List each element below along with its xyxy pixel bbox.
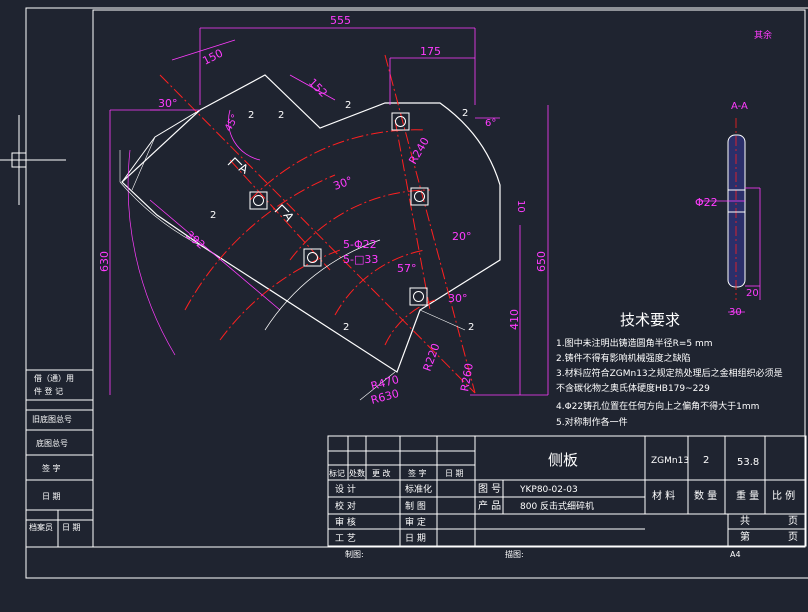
material-label: 材 料 <box>652 489 675 502</box>
section-aa-view <box>700 118 761 313</box>
tech-item-3: 3.材料应符合ZGMn13之规定热处理后之金相组织必须是 <box>556 367 783 379</box>
corner-roughness-mark: 其余 <box>754 29 772 41</box>
dimension-labels: 555 150 175 152 30° 45° 6° 10 650 630 39… <box>98 14 759 407</box>
angle-30-mid: 30° <box>332 174 355 193</box>
product-value: 800 反击式细碎机 <box>520 500 594 512</box>
tech-item-1: 1.图中未注明出铸造圆角半径R=5 mm <box>556 337 713 349</box>
rev-header-sign: 签 字 <box>408 468 427 478</box>
sign-row-1-b: 标准化 <box>405 483 432 495</box>
rev-header-count: 处数 <box>349 468 365 478</box>
drawn-by-label: 制图: <box>345 549 364 559</box>
drawing-no: YKP80-02-03 <box>519 485 578 495</box>
sign-row-3-b: 审 定 <box>405 516 426 528</box>
crosshair-icon <box>0 115 66 205</box>
tech-requirements: 技术要求 1.图中未注明出铸造圆角半径R=5 mm 2.铸件不得有影响机械强度之… <box>556 311 783 428</box>
product-label: 产 品 <box>478 499 501 512</box>
angle-45: 45° <box>223 113 241 134</box>
section-mark-a-2: A <box>280 210 297 225</box>
radius-240: R240 <box>406 135 432 166</box>
dim-650: 650 <box>535 251 548 272</box>
left-label-2: 件 登 记 <box>34 386 63 396</box>
dim-30: 30 <box>729 307 742 318</box>
quantity-label: 数 量 <box>694 489 717 502</box>
part-title: 侧板 <box>548 451 578 469</box>
left-label-7: 档案员 <box>29 522 53 532</box>
holes-round: 5-Φ22 <box>343 238 377 251</box>
sheet-label: 第 <box>740 530 750 543</box>
rev-header-change: 更 改 <box>372 468 391 478</box>
title-block <box>327 435 807 547</box>
dim-10: 10 <box>515 200 526 213</box>
section-mark-a-1: A <box>237 160 252 177</box>
left-label-3: 旧底图总号 <box>32 414 72 424</box>
angle-30-low: 30° <box>448 292 468 305</box>
title-block-text: 侧板 ZGMn13 2 53.8 材 料 数 量 重 量 比 例 图 号 YKP… <box>329 451 798 544</box>
drawing-no-label: 图 号 <box>478 483 501 495</box>
left-label-1: 借（通）用 <box>34 373 74 383</box>
dim-phi22: Φ22 <box>695 196 718 209</box>
angle-57: 57° <box>397 262 417 275</box>
sign-row-3-a: 审 核 <box>335 516 356 528</box>
angle-6: 6° <box>485 118 496 129</box>
tech-item-6: 5.对称制作各一件 <box>556 416 628 428</box>
sheet-page-unit: 页 <box>788 531 798 543</box>
tech-item-4: 不含碳化物之奥氏体硬度HB179~229 <box>556 382 710 394</box>
dim-152: 152 <box>306 76 330 100</box>
sign-row-2-b: 制 图 <box>405 500 426 512</box>
sheet-size: A4 <box>730 550 741 559</box>
roughness-6: 2 <box>468 322 474 333</box>
angle-20: 20° <box>452 230 472 243</box>
rev-header-mark: 标记 <box>329 468 345 478</box>
total-label: 共 <box>740 515 750 527</box>
sign-row-4-b: 日 期 <box>405 533 426 544</box>
section-aa-label: A-A <box>731 101 748 112</box>
roughness-2: 2 <box>278 110 284 121</box>
radius-260: R260 <box>458 362 476 392</box>
checked-by-label: 描图: <box>505 549 524 559</box>
total-page-unit: 页 <box>788 515 798 527</box>
side-plate-view <box>109 27 549 401</box>
dim-392: 392 <box>183 228 207 251</box>
radius-220: R220 <box>421 342 443 373</box>
weight-value: 53.8 <box>737 457 759 468</box>
scale-label: 比 例 <box>772 489 795 502</box>
dim-555: 555 <box>330 14 351 27</box>
roughness-5: 2 <box>210 210 216 221</box>
dim-630: 630 <box>98 251 111 272</box>
left-label-4: 底图总号 <box>36 438 68 448</box>
quantity-value: 2 <box>703 455 709 466</box>
holes-square: 5-□33 <box>343 253 378 266</box>
roughness-1: 2 <box>248 110 254 121</box>
dim-410: 410 <box>508 309 521 330</box>
left-label-5: 签 字 <box>42 463 61 473</box>
left-label-6: 日 期 <box>42 492 61 501</box>
tech-title: 技术要求 <box>620 311 680 329</box>
sign-row-1-a: 设 计 <box>335 483 356 495</box>
weight-label: 重 量 <box>736 489 759 502</box>
roughness-4: 2 <box>462 108 468 119</box>
tech-item-5: 4.Φ22铸孔位置在任何方向上之偏角不得大于1mm <box>556 400 759 412</box>
outer-frame <box>25 7 808 579</box>
left-label-8: 日 期 <box>62 523 81 532</box>
left-block <box>25 369 94 548</box>
sign-row-4-a: 工 艺 <box>335 533 356 544</box>
left-block-text: 借（通）用 件 登 记 旧底图总号 底图总号 签 字 日 期 档案员 日 期 <box>29 373 81 532</box>
tech-item-2: 2.铸件不得有影响机械强度之缺陷 <box>556 352 691 364</box>
dim-175: 175 <box>420 45 441 58</box>
dim-20: 20 <box>746 288 759 299</box>
angle-30-top: 30° <box>158 97 178 110</box>
bottom-strip: 制图: 描图: A4 <box>345 549 741 559</box>
inner-frame <box>92 9 806 548</box>
rev-header-date: 日 期 <box>445 469 464 478</box>
roughness-3: 2 <box>345 100 351 111</box>
material-value: ZGMn13 <box>651 456 689 466</box>
sign-row-2-a: 校 对 <box>335 500 356 512</box>
section-labels: A A 2 2 2 2 2 2 2 <box>210 100 474 333</box>
roughness-7: 2 <box>343 322 349 333</box>
